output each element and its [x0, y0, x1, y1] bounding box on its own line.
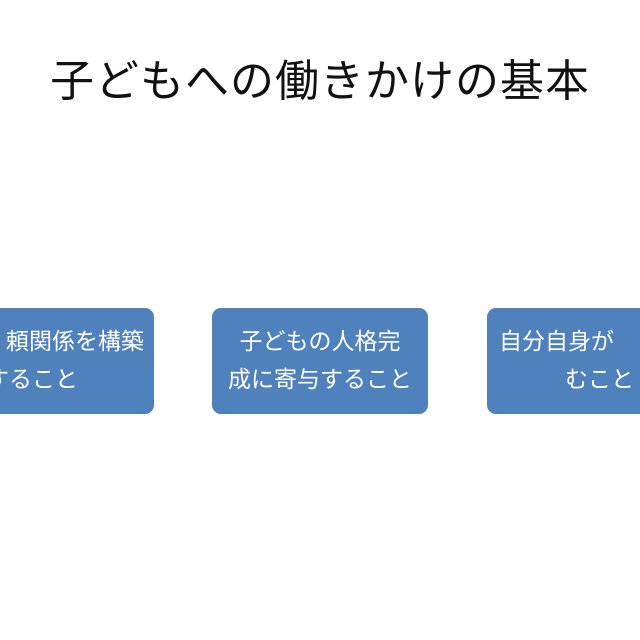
concept-box-self-text: 自分自身が むこと: [487, 323, 640, 399]
concept-box-personality-line2: 成に寄与すること: [228, 367, 412, 393]
concept-box-trust-line2: すること: [0, 367, 78, 393]
concept-box-self-line1: 自分自身が: [499, 329, 614, 355]
concept-box-personality: 子どもの人格完 成に寄与すること: [212, 308, 428, 414]
concept-box-self: 自分自身が むこと: [487, 308, 640, 414]
concept-box-trust: 頼関係を構築 すること: [0, 308, 154, 414]
concept-box-trust-text: 頼関係を構築 すること: [0, 323, 154, 399]
concept-box-trust-line1: 頼関係を構築: [6, 329, 144, 355]
concept-box-personality-line1: 子どもの人格完: [239, 329, 401, 355]
concept-box-self-line2: むこと: [565, 367, 634, 393]
slide-title: 子どもへの働きかけの基本: [50, 56, 590, 107]
